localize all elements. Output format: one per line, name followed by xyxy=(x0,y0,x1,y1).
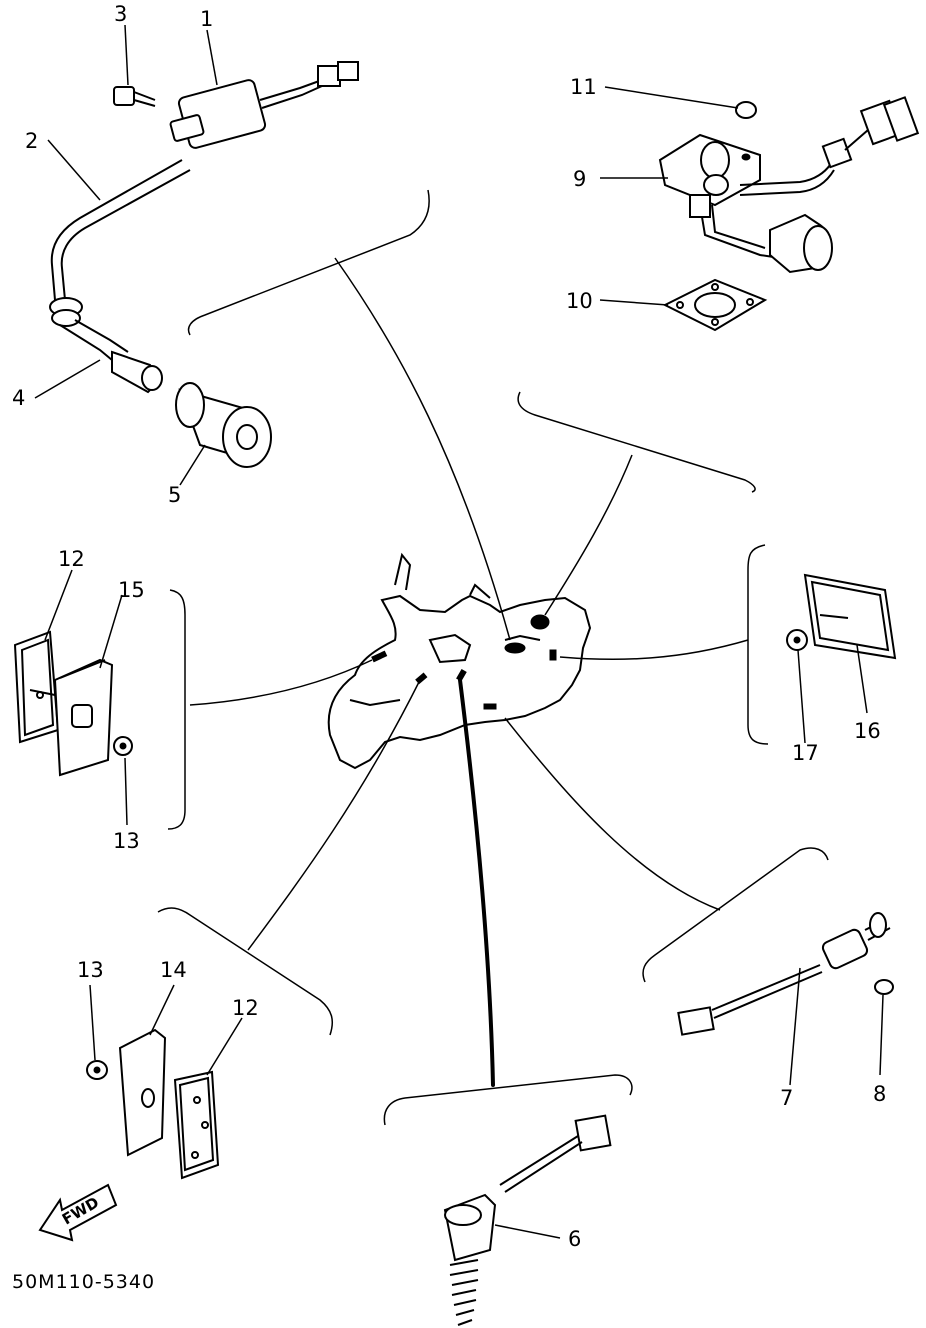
callout-4: 4 xyxy=(12,386,25,410)
cap-cover-part xyxy=(175,382,272,468)
nut-part xyxy=(735,101,757,161)
bolt-part xyxy=(113,86,156,107)
callout-1: 1 xyxy=(200,7,213,31)
high-tension-lead-part xyxy=(49,159,191,394)
callout-10: 10 xyxy=(566,289,593,313)
callout-8: 8 xyxy=(873,1082,886,1106)
group-leaders xyxy=(189,257,749,1087)
callout-leaders xyxy=(34,24,884,1239)
callout-2: 2 xyxy=(25,129,38,153)
switch-sensor-part xyxy=(677,912,894,1036)
callout-13-lower: 13 xyxy=(77,958,104,982)
callout-12-lower: 12 xyxy=(232,996,259,1020)
side-reflector-lower-part xyxy=(86,1028,220,1180)
gasket-part xyxy=(662,278,768,332)
callout-9: 9 xyxy=(573,167,586,191)
fuel-sender-part xyxy=(658,96,920,274)
callout-17: 17 xyxy=(792,741,819,765)
callout-3: 3 xyxy=(114,2,127,26)
callout-12-left: 12 xyxy=(58,547,85,571)
callout-7: 7 xyxy=(780,1086,793,1110)
callout-14: 14 xyxy=(160,958,187,982)
callout-6: 6 xyxy=(568,1227,581,1251)
diagram-code: 50M110-5340 xyxy=(12,1271,155,1293)
callout-15: 15 xyxy=(118,578,145,602)
side-reflector-left-part xyxy=(13,630,133,777)
neutral-switch-part xyxy=(443,1114,612,1326)
motorcycle-silhouette xyxy=(327,552,592,770)
ignition-coil-part xyxy=(169,61,359,149)
callout-numbers: 1 2 3 4 5 6 7 8 9 10 11 12 12 13 13 14 1… xyxy=(12,2,886,1251)
callout-16: 16 xyxy=(854,719,881,743)
callout-5: 5 xyxy=(168,483,181,507)
group-brackets xyxy=(157,189,829,1126)
callout-11: 11 xyxy=(570,75,597,99)
forward-arrow-icon: FWD xyxy=(38,1183,118,1242)
side-reflector-right-part xyxy=(786,573,897,660)
callout-13-left: 13 xyxy=(113,829,140,853)
